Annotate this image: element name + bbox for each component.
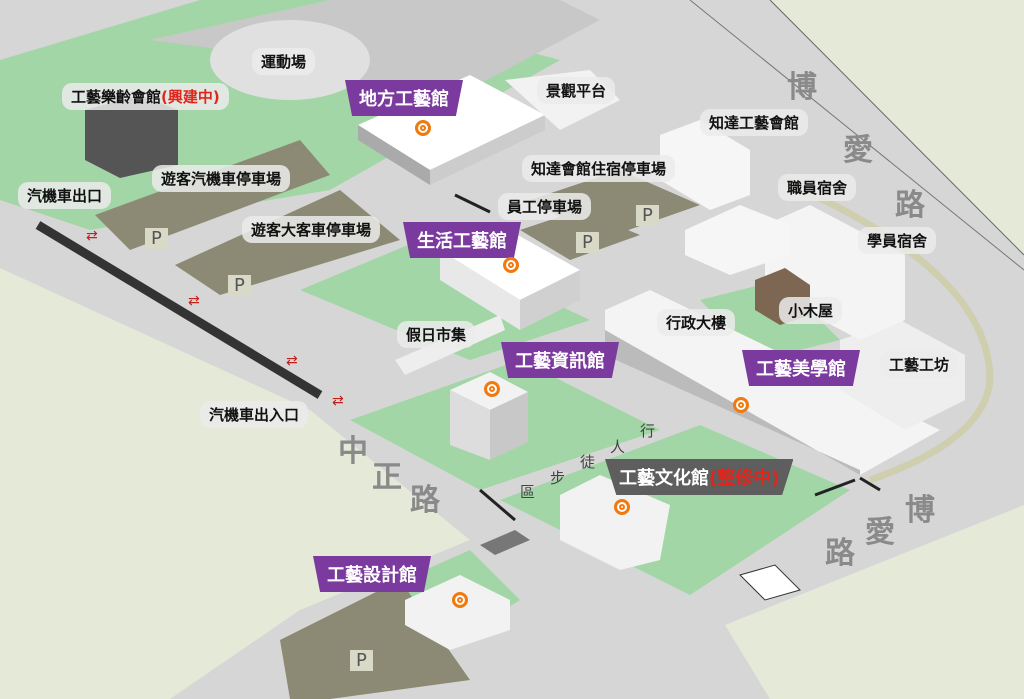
road-boai: 愛 bbox=[843, 133, 873, 168]
road-boai: 博 bbox=[905, 493, 935, 528]
road-boai: 路 bbox=[825, 536, 855, 571]
label-workshop: 工藝工坊 bbox=[880, 351, 959, 378]
building-zhida bbox=[660, 120, 750, 210]
callout-local-craft-hall[interactable]: 地方工藝館 bbox=[345, 80, 463, 116]
status-under-construction: (興建中) bbox=[161, 88, 220, 106]
road-edge bbox=[689, 0, 1024, 271]
location-marker-icon[interactable] bbox=[484, 381, 500, 397]
pedestrian-zone-label: 步 bbox=[550, 469, 566, 487]
road-boai: 愛 bbox=[865, 515, 895, 550]
label-cabin: 小木屋 bbox=[779, 297, 843, 324]
location-marker-icon[interactable] bbox=[614, 499, 630, 515]
label-student-dorm: 學員宿舍 bbox=[858, 227, 937, 254]
road-edge bbox=[769, 0, 1024, 256]
label-text: 工藝樂齡會館 bbox=[71, 88, 162, 106]
label-staff-parking: 員工停車場 bbox=[498, 193, 592, 220]
parking-design bbox=[280, 580, 470, 699]
label-bus-parking: 遊客大客車停車場 bbox=[242, 216, 381, 243]
building-design bbox=[405, 575, 510, 650]
outside-area-sw bbox=[0, 268, 470, 699]
location-marker-icon[interactable] bbox=[733, 397, 749, 413]
callout-info-craft-hall[interactable]: 工藝資訊館 bbox=[501, 342, 619, 378]
parking-icon: P bbox=[145, 228, 168, 249]
svg-text:⇄: ⇄ bbox=[188, 293, 200, 309]
parking-icon: P bbox=[636, 205, 659, 226]
label-stadium: 運動場 bbox=[252, 48, 316, 75]
status-under-renovation: (整修中) bbox=[709, 468, 780, 489]
building-culture bbox=[560, 475, 670, 570]
building-local bbox=[358, 75, 545, 170]
pedestrian-zone-label: 人 bbox=[610, 438, 626, 456]
callout-life-craft-hall[interactable]: 生活工藝館 bbox=[403, 222, 521, 258]
road-zhongzheng: 正 bbox=[372, 460, 402, 495]
parking-icon: P bbox=[350, 650, 373, 671]
parking-icon: P bbox=[576, 232, 599, 253]
two-way-arrow-icon: ⇄ ⇄ ⇄ ⇄ bbox=[86, 228, 344, 409]
road-zhongzheng: 路 bbox=[410, 483, 440, 518]
label-exit: 汽機車出口 bbox=[18, 182, 112, 209]
location-marker-icon[interactable] bbox=[503, 257, 519, 273]
label-staff-dorm: 職員宿舍 bbox=[778, 174, 857, 201]
grass-center bbox=[300, 240, 590, 360]
label-holiday-market: 假日市集 bbox=[397, 321, 476, 348]
pedestrian-zone-label: 區 bbox=[520, 483, 536, 501]
crosswalk bbox=[480, 530, 801, 601]
building-music-hall bbox=[85, 95, 178, 178]
road-boai: 路 bbox=[895, 188, 925, 223]
callout-design-hall[interactable]: 工藝設計館 bbox=[313, 556, 431, 592]
grass-admin bbox=[700, 280, 840, 360]
location-marker-icon[interactable] bbox=[415, 120, 431, 136]
road-boai: 博 bbox=[787, 70, 817, 105]
road-divider bbox=[35, 221, 323, 399]
outside-area-se bbox=[725, 505, 1024, 699]
pedestrian-zone-label: 徒 bbox=[580, 453, 596, 471]
label-admin: 行政大樓 bbox=[657, 309, 736, 336]
label-entrance-exit: 汽機車出入口 bbox=[200, 401, 309, 428]
parking-icon: P bbox=[228, 275, 251, 296]
location-marker-icon[interactable] bbox=[452, 592, 468, 608]
label-music-hall: 工藝樂齡會館(興建中) bbox=[62, 83, 229, 110]
label-car-parking: 遊客汽機車停車場 bbox=[152, 165, 291, 192]
svg-text:⇄: ⇄ bbox=[286, 353, 298, 369]
callout-aesthetics-hall[interactable]: 工藝美學館 bbox=[742, 350, 860, 386]
label-zhida-hall: 知達工藝會館 bbox=[700, 109, 809, 136]
building-staff-dorm bbox=[685, 205, 790, 275]
road-zhongzheng: 中 bbox=[338, 434, 368, 469]
pedestrian-zone-label: 行 bbox=[640, 422, 656, 440]
svg-text:⇄: ⇄ bbox=[332, 393, 344, 409]
label-zhida-parking: 知達會館住宿停車場 bbox=[522, 155, 676, 182]
callout-culture-hall[interactable]: 工藝文化館(整修中) bbox=[605, 459, 794, 495]
label-viewing-deck: 景觀平台 bbox=[537, 77, 616, 104]
callout-text: 工藝文化館 bbox=[619, 468, 709, 489]
svg-text:⇄: ⇄ bbox=[86, 228, 98, 244]
